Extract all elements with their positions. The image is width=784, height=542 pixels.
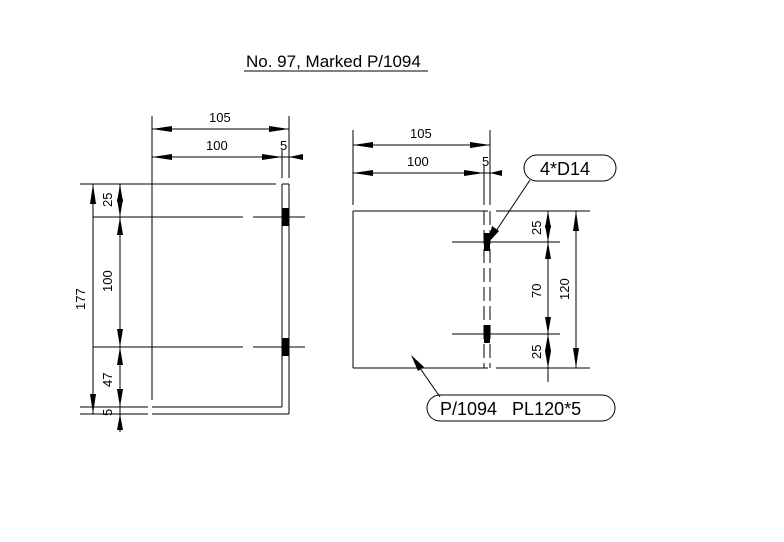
left-dim-100-label: 100 [206,138,228,153]
left-dim-105-arrow-left [152,126,172,132]
left-dim-100-v-arrow-bottom [117,329,123,347]
left-dim-hole-spacing-label: 100 [100,270,115,292]
left-dim-177-arrow-top [90,184,96,204]
left-dim-100-arrow-left [152,154,172,160]
right-dim-25a-arrow-top [545,211,551,228]
right-dim-105-arrow-left [353,142,373,148]
hole-callout-arrowhead [488,226,499,243]
right-dim-120-arrow-top [573,211,579,231]
left-dim-177-arrow-bottom [90,394,96,414]
left-view: 105 100 5 177 25 100 47 5 [73,110,305,432]
left-dim-25-arrow-bottom [117,199,123,217]
left-dim-100-arrow-right [262,154,282,160]
plate-callout-arrowhead [411,355,424,371]
right-dim-105-label: 105 [410,126,432,141]
left-dim-5v-arrow [117,414,123,430]
right-dim-70-arrow-bottom [545,317,551,334]
right-view: 105 100 5 25 70 25 120 [352,126,590,382]
right-dim-70-label: 70 [529,284,544,298]
right-dim-25b-label: 25 [529,345,544,359]
right-dim-5-label: 5 [482,154,489,169]
hole-callout: 4*D14 [488,154,617,243]
left-dim-47-arrow-top [117,347,123,365]
left-dim-47-arrow-bottom [117,389,123,407]
hole-callout-bubble [523,154,617,182]
left-dim-5-label: 5 [280,138,287,153]
left-dim-5-arrow [289,154,303,160]
hole-callout-label: 4*D14 [540,159,590,179]
left-dim-100-v-arrow-top [117,217,123,235]
right-dim-100-arrow-right [464,170,484,176]
right-dim-25a-label: 25 [529,221,544,235]
drawing-title: No. 97, Marked P/1094 [246,52,421,71]
right-dim-25b-arrow-top [545,334,551,351]
left-dim-105-label: 105 [209,110,231,125]
right-dim-5-arrow [490,170,502,176]
right-dim-100-label: 100 [407,154,429,169]
right-dim-25b-arrow-bottom [545,351,551,368]
left-dim-5v-label: 5 [100,409,115,416]
right-dim-120-label: 120 [557,278,572,300]
plate-callout: P/1094 PL120*5 [411,355,616,422]
right-dim-120-arrow-bottom [573,348,579,368]
left-dim-25-label: 25 [100,193,115,207]
right-dim-25a-arrow-bottom [545,225,551,242]
left-dim-25-arrow-top [117,184,123,202]
left-dim-177-label: 177 [73,288,88,310]
left-dim-47-label: 47 [100,373,115,387]
plate-callout-label: P/1094 PL120*5 [440,399,581,419]
left-dim-105-arrow-right [269,126,289,132]
right-dim-105-arrow-right [470,142,490,148]
right-dim-70-arrow-top [545,242,551,259]
plate-callout-bubble [426,394,616,422]
right-dim-100-arrow-left [353,170,373,176]
